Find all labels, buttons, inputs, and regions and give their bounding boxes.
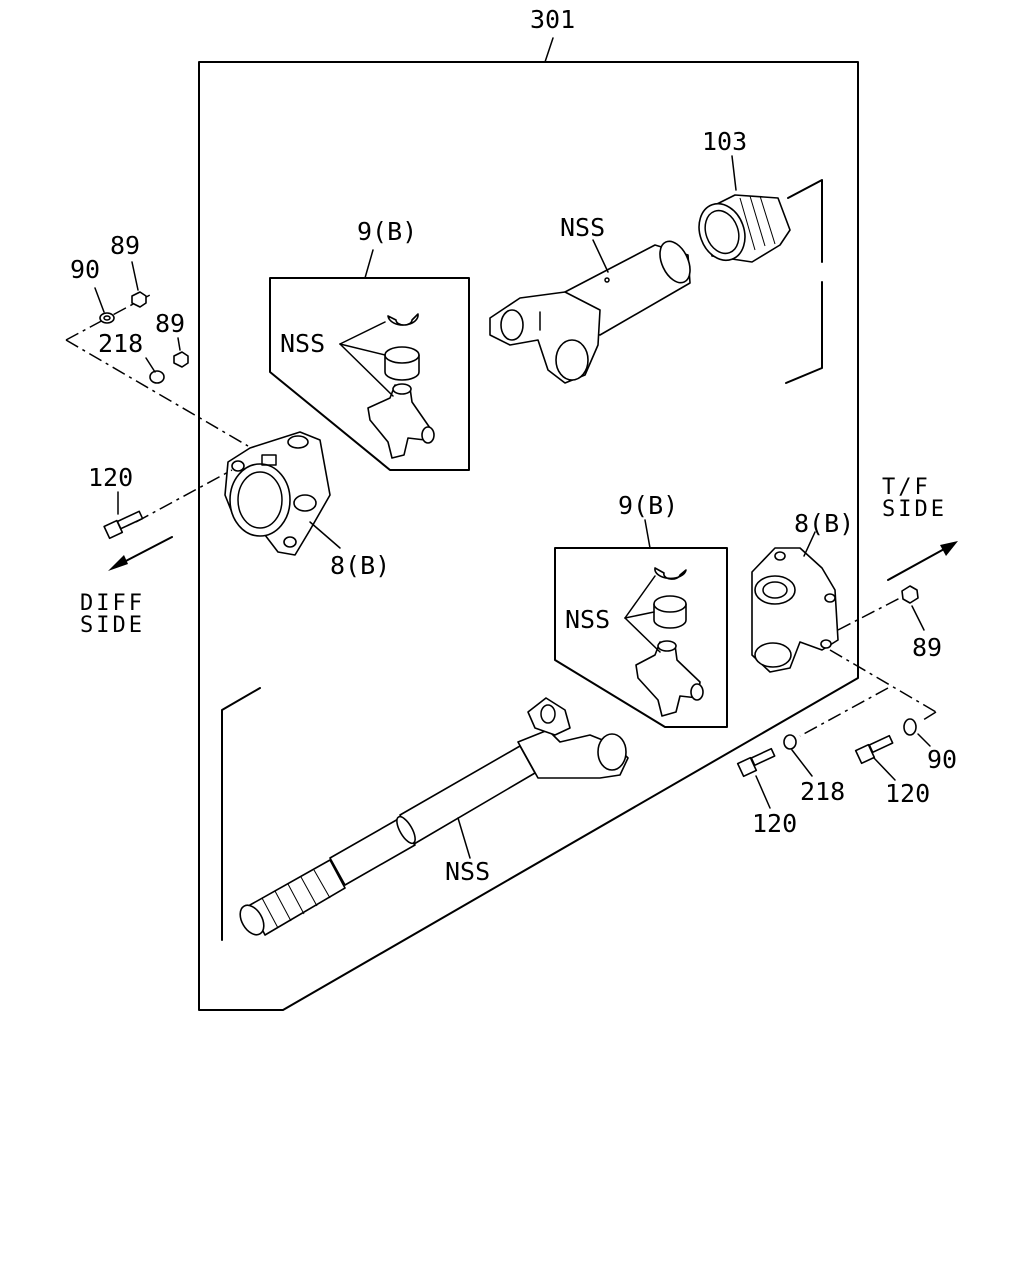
- label-90-left: 90: [70, 255, 100, 284]
- label-90-right: 90: [927, 745, 957, 774]
- label-nss-slip-yoke: NSS: [560, 213, 605, 242]
- label-nss-kit-top: NSS: [280, 329, 325, 358]
- label-nss-kit-bottom: NSS: [565, 605, 610, 634]
- label-9b-bottom: 9(B): [618, 491, 678, 520]
- boot-part: [698, 179, 823, 384]
- label-120-left: 120: [88, 463, 133, 492]
- label-8b-left: 8(B): [330, 551, 390, 580]
- label-nss-shaft: NSS: [445, 857, 490, 886]
- bearing-kit-top-parts: [367, 313, 435, 459]
- bearing-kit-top-frame: [269, 249, 470, 471]
- label-8b-right: 8(B): [794, 509, 854, 538]
- flange-left-part: [224, 431, 331, 556]
- flange-right-part: [751, 547, 839, 673]
- tf-side-arrow: [887, 541, 958, 581]
- splined-shaft-part: [221, 687, 629, 941]
- leader-nss-kit-bottom: [624, 575, 661, 653]
- label-301: 301: [530, 5, 575, 34]
- tf-side-line1: T/F: [882, 475, 931, 500]
- diff-side-line2: SIDE: [80, 613, 145, 638]
- left-hardware: [65, 291, 249, 571]
- tf-side-line2: SIDE: [882, 497, 947, 522]
- label-89-left-a: 89: [110, 231, 140, 260]
- assembly-frame: [198, 37, 859, 1011]
- label-89-left-b: 89: [155, 309, 185, 338]
- diff-side-line1: DIFF: [80, 591, 145, 616]
- label-89-right: 89: [912, 633, 942, 662]
- slip-yoke-part: [489, 240, 691, 384]
- label-218-left: 218: [98, 329, 143, 358]
- bearing-kit-bottom-parts: [635, 567, 704, 717]
- right-hardware: [736, 585, 937, 778]
- label-218-right: 218: [800, 777, 845, 806]
- label-120-right-a: 120: [752, 809, 797, 838]
- label-120-right-b: 120: [885, 779, 930, 808]
- label-9b-top: 9(B): [357, 217, 417, 246]
- leader-nss-kit-top: [339, 321, 394, 397]
- label-103: 103: [702, 127, 747, 156]
- bearing-kit-bottom-frame: [554, 519, 728, 728]
